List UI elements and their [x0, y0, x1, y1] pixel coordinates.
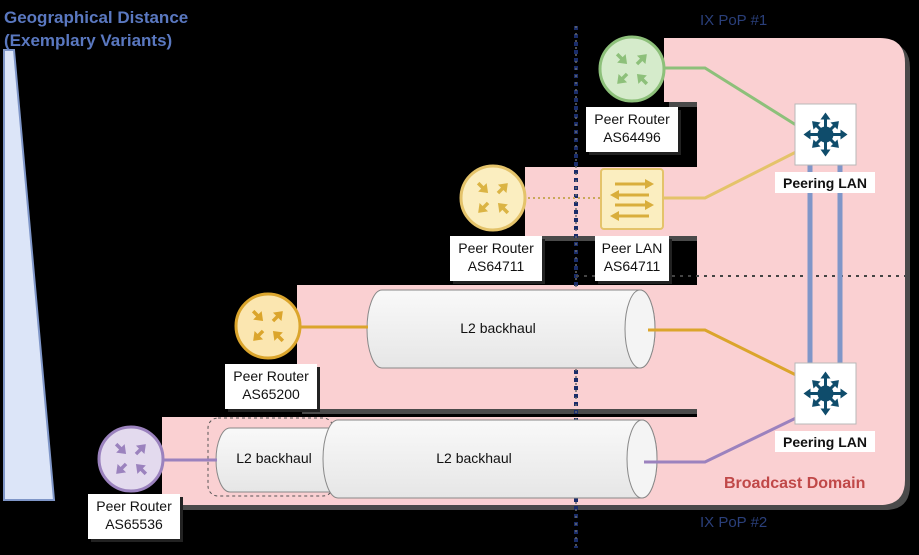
router-as65536[interactable] [97, 425, 165, 493]
broadcast-domain-label: Broadcast Domain [724, 475, 865, 492]
label-as64711-line2: AS64711 [468, 258, 525, 274]
router-as64496[interactable] [598, 35, 666, 103]
peering-lan-switch-top[interactable] [794, 103, 857, 166]
label-as65200: Peer Router AS65200 [225, 364, 320, 412]
title-line2: (Exemplary Variants) [4, 31, 172, 50]
distance-wedge [3, 49, 56, 501]
backhaul-bottom-large-label: L2 backhaul [436, 450, 512, 466]
label-peer-lan: Peer LAN AS64711 [595, 236, 672, 284]
title-line1: Geographical Distance [4, 8, 188, 27]
peering-lan-switch-bottom[interactable] [794, 362, 857, 425]
link-as64496 [663, 66, 797, 127]
label-as64496-line2: AS64496 [603, 129, 661, 145]
backhaul-mid: L2 backhaul [366, 289, 656, 369]
label-peer-lan-line2: AS64711 [604, 258, 661, 274]
label-as64496-line1: Peer Router [594, 111, 670, 127]
backhaul-bottom-large: L2 backhaul [322, 419, 658, 499]
pop2-label: IX PoP #2 [700, 514, 767, 531]
router-as65200[interactable] [234, 292, 302, 360]
label-as64711-line1: Peer Router [458, 240, 534, 256]
link-as64711 [662, 150, 797, 200]
label-as64711: Peer Router AS64711 [450, 236, 545, 284]
peer-lan-switch[interactable] [600, 168, 664, 230]
label-as64496: Peer Router AS64496 [586, 107, 681, 155]
backhaul-mid-label: L2 backhaul [460, 320, 536, 336]
label-as65200-line2: AS65200 [242, 386, 300, 402]
backhaul-bottom-dashed-outline [207, 417, 334, 497]
link-as65200-b [648, 328, 797, 377]
peering-lan-bottom-text: Peering LAN [783, 434, 867, 450]
label-peer-lan-line1: Peer LAN [602, 240, 663, 256]
label-peering-lan-bottom: Peering LAN [775, 431, 875, 452]
pop1-label: IX PoP #1 [700, 12, 767, 29]
link-as65536-b [644, 416, 797, 464]
router-as64711[interactable] [459, 164, 527, 232]
backhaul-bottom-small-label: L2 backhaul [236, 450, 312, 466]
label-as65536-line1: Peer Router [96, 498, 172, 514]
peering-lan-top-text: Peering LAN [783, 175, 867, 191]
broadcast-domain [162, 38, 905, 505]
label-peering-lan-top: Peering LAN [775, 172, 875, 193]
label-as65200-line1: Peer Router [233, 368, 309, 384]
label-as65536-line2: AS65536 [105, 516, 163, 532]
label-as65536: Peer Router AS65536 [88, 494, 183, 542]
